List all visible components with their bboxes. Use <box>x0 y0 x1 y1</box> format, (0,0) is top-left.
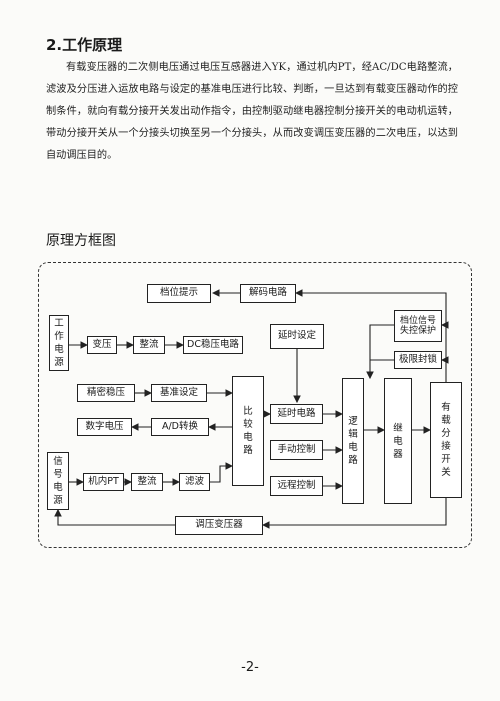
block-lvbo: 滤波 <box>179 473 210 491</box>
block-zhengliu-2: 整流 <box>131 473 163 491</box>
block-shuzi-dianya: 数字电压 <box>77 418 132 436</box>
block-yanshi-sheding: 延时设定 <box>270 324 324 349</box>
block-jidianqi: 继电器 <box>384 378 412 504</box>
block-youzai-fenjie-kaiguan: 有载分接开关 <box>430 382 462 498</box>
block-zhengliu-1: 整流 <box>133 336 165 354</box>
block-ad-zhuanhuan: A/D转换 <box>151 418 209 436</box>
diagram-title: 原理方框图 <box>46 233 116 249</box>
body-paragraph: 有载变压器的二次侧电压通过电压互感器进入YK，通过机内PT，经AC/DC电路整流… <box>46 62 458 161</box>
block-gongzuo-dianyuan: 工作电源 <box>49 315 69 371</box>
block-yuancheng-kongzhi: 远程控制 <box>270 476 323 496</box>
block-dc-wenya: DC稳压电路 <box>183 336 243 354</box>
block-bianya: 变压 <box>87 336 117 354</box>
block-dangwei-xinhao: 档位信号失控保护 <box>394 310 442 342</box>
block-jizhun-sheding: 基准设定 <box>151 384 207 402</box>
block-jingmi-wenya: 精密稳压 <box>77 384 135 402</box>
block-shoudong-kongzhi: 手动控制 <box>270 440 323 460</box>
block-xinhao-dianyuan: 信号电源 <box>47 452 69 510</box>
block-jinei-pt: 机内PT <box>83 473 124 491</box>
block-tiaoya-bianyaqi: 调压变压器 <box>175 516 263 535</box>
block-bijiao-dianlu: 比较电路 <box>232 376 264 486</box>
block-luoji-dianlu: 逻辑电路 <box>342 378 364 504</box>
block-yanshi-dianlu: 延时电路 <box>270 404 323 424</box>
diagram-frame <box>38 262 472 548</box>
page-number: -2- <box>241 660 259 675</box>
section-title: 2.工作原理 <box>46 36 123 54</box>
block-jixian-fengsuo: 极限封锁 <box>394 351 442 369</box>
block-dangwei-tishi: 档位提示 <box>147 284 211 303</box>
block-jiema-dianlu: 解码电路 <box>240 284 296 303</box>
